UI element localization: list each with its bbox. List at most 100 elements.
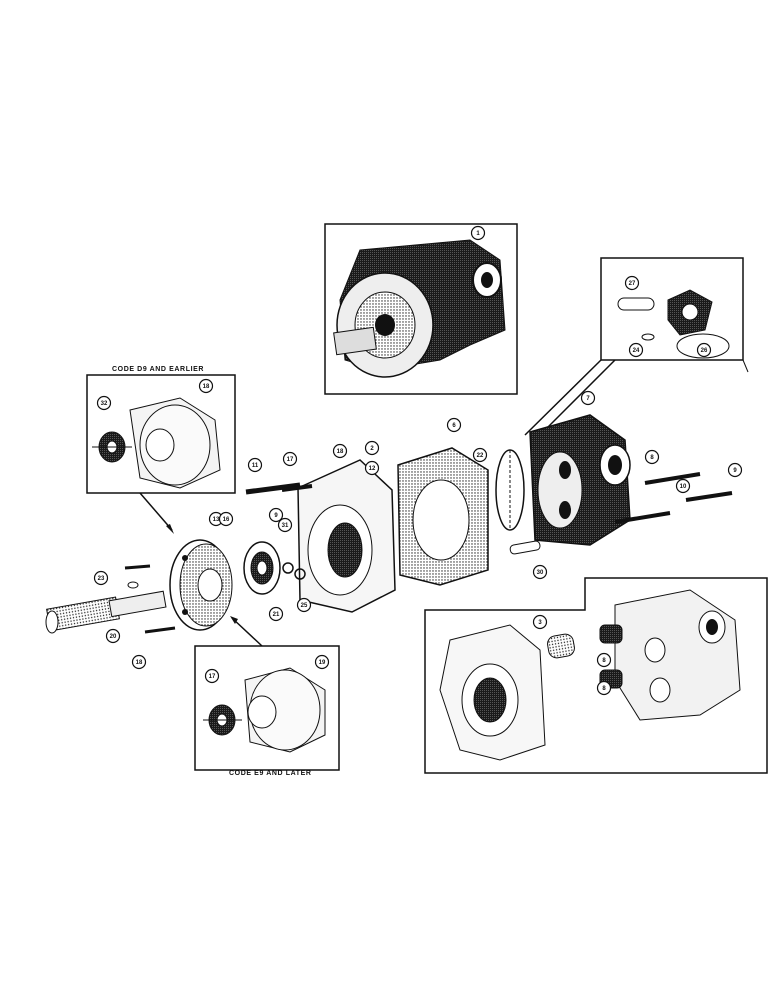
callout-c27: 27: [624, 275, 640, 291]
late-bearing-inset: [194, 616, 340, 771]
callout-number: 2: [370, 446, 374, 452]
callout-circle: [644, 449, 660, 465]
callout-c2: 2: [364, 440, 380, 456]
callout-c20: 20: [105, 628, 121, 644]
callout-number: 17: [287, 457, 294, 463]
callout-c16: 16: [218, 511, 234, 527]
callout-c1: 1: [470, 225, 486, 241]
callout-circle: [314, 654, 330, 670]
callout-c12: 12: [364, 460, 380, 476]
callout-circle: [596, 652, 612, 668]
callout-circle: [696, 342, 712, 358]
callout-circle: [364, 440, 380, 456]
callout-circle: [624, 275, 640, 291]
callout-circle: [472, 447, 488, 463]
callout-c25: 25: [296, 597, 312, 613]
callout-c21: 21: [268, 606, 284, 622]
callout-c18b: 18: [198, 378, 214, 394]
callout-circle: [628, 342, 644, 358]
callout-c8b: 8: [596, 652, 612, 668]
callout-number: 26: [701, 348, 708, 354]
callout-number: 8: [602, 658, 606, 664]
callout-number: 3: [538, 620, 542, 626]
callout-circle: [93, 570, 109, 586]
callout-circle: [96, 395, 112, 411]
callout-circle: [727, 462, 743, 478]
callout-number: 16: [223, 517, 230, 523]
callout-number: 9: [733, 468, 737, 474]
callout-circle: [532, 564, 548, 580]
callout-circle: [470, 225, 486, 241]
callout-circle: [675, 478, 691, 494]
callout-number: 21: [273, 612, 280, 618]
callout-circle: [282, 451, 298, 467]
callout-c17a: 17: [282, 451, 298, 467]
callout-circle: [446, 417, 462, 433]
callout-c7: 7: [580, 390, 596, 406]
callout-number: 7: [586, 396, 590, 402]
callout-number: 25: [301, 603, 308, 609]
callout-number: 17: [209, 674, 216, 680]
callout-number: 20: [110, 634, 117, 640]
callout-circle: [204, 668, 220, 684]
callout-circle: [268, 606, 284, 622]
callout-c24: 24: [628, 342, 644, 358]
exploded-parts: [45, 414, 733, 634]
callout-number: 32: [101, 401, 108, 407]
callout-circle: [247, 457, 263, 473]
callout-number: 18: [337, 449, 344, 455]
housing-inset: [424, 577, 768, 774]
callout-c22: 22: [472, 447, 488, 463]
assembled-pump-inset: [324, 223, 518, 395]
callout-number: 31: [282, 523, 289, 529]
callout-number: 1: [476, 231, 480, 237]
callout-c31: 31: [277, 517, 293, 533]
callout-circle: [198, 378, 214, 394]
callout-c6: 6: [446, 417, 462, 433]
callout-circle: [296, 597, 312, 613]
callout-number: 12: [369, 466, 376, 472]
callout-circle: [105, 628, 121, 644]
callout-circle: [268, 507, 284, 523]
callout-c8a: 8: [644, 449, 660, 465]
caption-code-d9: CODE D9 AND EARLIER: [112, 366, 205, 373]
callout-number: 13: [213, 517, 220, 523]
callout-c19: 19: [314, 654, 330, 670]
callout-number: 18: [136, 660, 143, 666]
callout-c10: 10: [675, 478, 691, 494]
callout-circle: [277, 517, 293, 533]
callout-circle: [364, 460, 380, 476]
callout-c9: 9: [727, 462, 743, 478]
callout-c8c: 8: [596, 680, 612, 696]
callout-number: 19: [319, 660, 326, 666]
callout-c23: 23: [93, 570, 109, 586]
callout-c11: 11: [247, 457, 263, 473]
callout-circle: [131, 654, 147, 670]
callout-number: 27: [629, 281, 636, 287]
callout-c30: 30: [532, 564, 548, 580]
callout-number: 8: [602, 686, 606, 692]
callout-c32: 32: [96, 395, 112, 411]
callout-number: 23: [98, 576, 105, 582]
callout-c18c: 18: [131, 654, 147, 670]
callout-number: 10: [680, 484, 687, 490]
callout-circle: [218, 511, 234, 527]
callout-number: 22: [477, 453, 484, 459]
callout-c3: 3: [532, 614, 548, 630]
callout-number: 18: [203, 384, 210, 390]
callout-circle: [532, 614, 548, 630]
callout-c18a: 18: [332, 443, 348, 459]
callout-circle: [596, 680, 612, 696]
callout-number: 6: [452, 423, 456, 429]
callout-c26: 26: [696, 342, 712, 358]
callout-number: 8: [650, 455, 654, 461]
callout-circle: [580, 390, 596, 406]
early-bearing-inset: [86, 374, 236, 534]
callout-c9b: 9: [268, 507, 284, 523]
pin-ring-inset: [524, 257, 749, 441]
caption-code-e9: CODE E9 AND LATER: [229, 770, 312, 777]
callout-number: 9: [274, 513, 278, 519]
